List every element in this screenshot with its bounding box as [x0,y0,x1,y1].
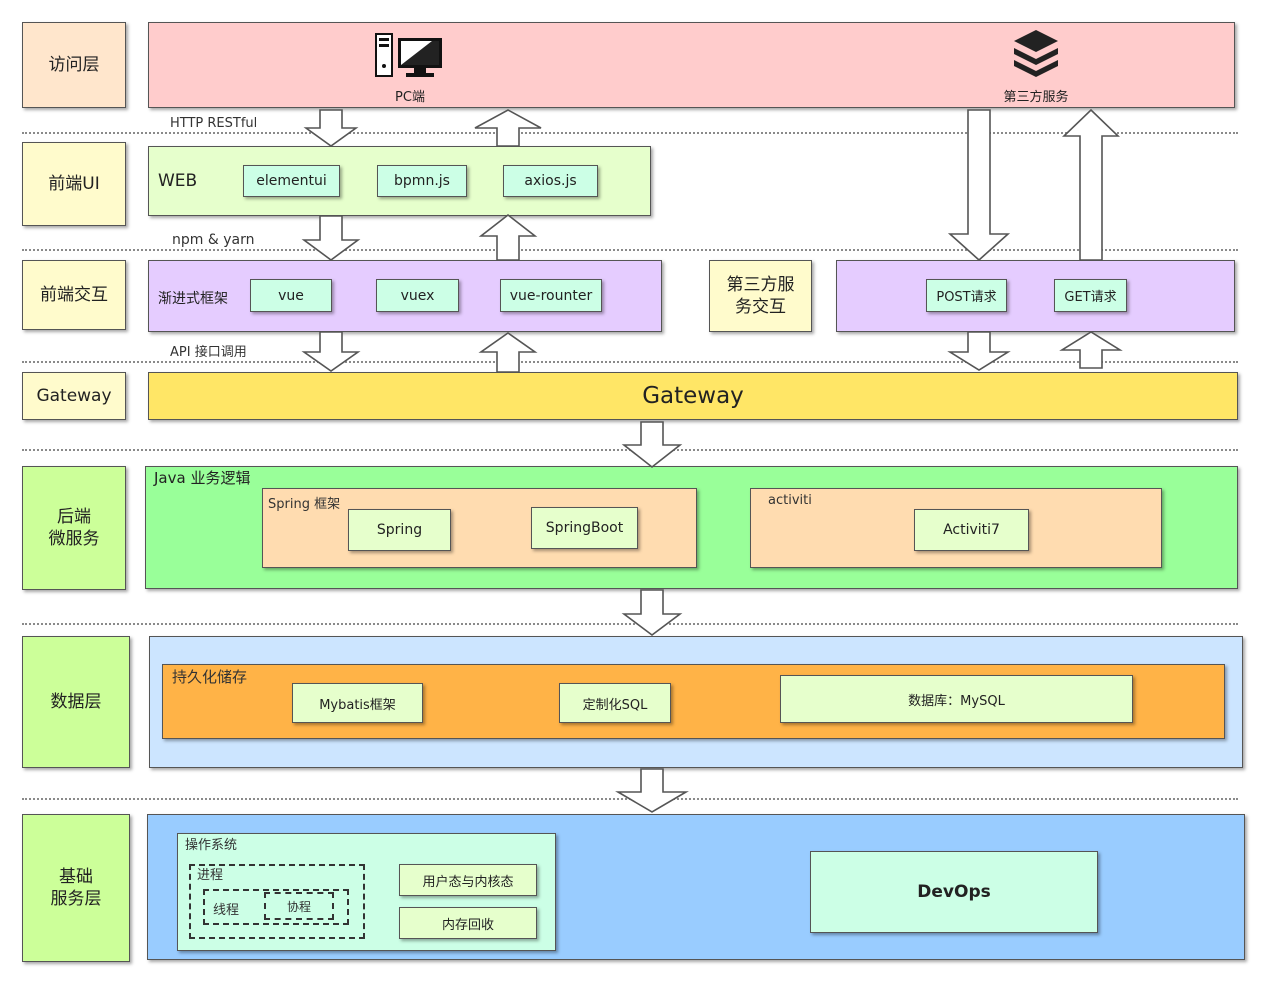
arrow-down-icon [301,331,361,372]
layer-label-gateway-text: Gateway [36,386,112,406]
protocol-api: API 接口调用 [170,345,247,360]
layer-label-backend: 后端 微服务 [22,466,126,590]
chip-vue: vue [250,279,332,312]
third-interaction-label-text: 第三方服 务交互 [726,275,795,317]
chip-vuex: vuex [376,279,459,312]
divider-2 [22,249,1238,251]
divider-3 [22,361,1238,363]
custom-sql-item: 定制化SQL [559,683,671,723]
divider-1 [22,132,1238,134]
arrow-down-icon [301,215,361,261]
arrow-down-icon [303,109,359,147]
arrow-down-icon [621,589,683,636]
os-title: 操作系统 [185,838,238,853]
arrow-up-icon [478,213,538,261]
process-group [189,864,365,939]
third-interaction-label: 第三方服 务交互 [709,260,812,332]
spring-title: Spring 框架 [268,497,341,512]
third-party-label: 第三方服务 [1003,90,1069,105]
gateway-bar-text: Gateway [642,383,744,409]
arrow-down-icon [615,768,689,813]
layer-label-data-text: 数据层 [50,692,102,712]
layer-label-frontend-interaction: 前端交互 [22,260,126,330]
layer-label-frontend-ui: 前端UI [22,142,126,226]
user-kernel-item: 用户态与内核态 [399,864,537,896]
divider-5 [22,623,1238,625]
layer-label-infra-text: 基础 服务层 [50,867,102,909]
chip-vue-router: vue-rounter [500,279,602,312]
layer-label-frontend-ui-text: 前端UI [48,174,100,194]
arrow-down-icon [947,331,1011,371]
arrow-up-icon [474,109,542,147]
framework-title: 渐进式框架 [158,291,228,307]
coroutine-box: 协程 [264,892,334,920]
layer-label-access: 访问层 [22,22,126,108]
protocol-npm: npm & yarn [172,232,255,248]
arrow-up-icon [1059,331,1123,369]
coroutine-label: 协程 [286,899,311,914]
layer-label-gateway: Gateway [22,372,126,420]
gateway-bar: Gateway [148,372,1238,420]
layer-label-infra: 基础 服务层 [22,814,130,962]
third-interaction-panel [836,260,1235,332]
pc-client: PC端 [372,32,448,105]
layer-label-backend-text: 后端 微服务 [48,507,100,549]
layer-label-access-text: 访问层 [48,55,100,75]
chip-axios: axios.js [503,165,598,197]
mysql-item: 数据库：MySQL [780,675,1133,723]
springboot-item: SpringBoot [531,507,638,549]
chip-get: GET请求 [1054,279,1127,312]
arrow-up-icon [478,332,538,373]
activiti-title: activiti [768,493,812,508]
protocol-http: HTTP RESTful [170,116,258,131]
stacked-layers-icon [1014,30,1058,77]
arrow-up-icon [1062,108,1120,261]
chip-post: POST请求 [926,279,1007,312]
mybatis-item: Mybatis框架 [292,683,423,723]
thread-label: 线程 [213,903,240,918]
memory-gc-item: 内存回收 [399,907,537,939]
arrow-down-icon [947,109,1011,262]
devops-item: DevOps [810,851,1098,933]
layer-label-data: 数据层 [22,636,130,768]
thread-group [203,889,349,925]
chip-elementui: elementui [243,165,340,197]
third-party-service: 第三方服务 [994,28,1078,105]
web-title: WEB [158,171,198,191]
arrow-down-icon [621,421,683,469]
chip-bpmn: bpmn.js [377,165,467,197]
activiti7-item: Activiti7 [914,509,1029,551]
persistence-title: 持久化储存 [172,668,248,686]
pc-label: PC端 [395,90,425,105]
desktop-computer-icon [375,33,442,77]
spring-item: Spring [348,509,451,551]
backend-title: Java 业务逻辑 [154,469,251,487]
process-title: 进程 [197,868,224,883]
layer-label-frontend-interaction-text: 前端交互 [40,285,108,305]
